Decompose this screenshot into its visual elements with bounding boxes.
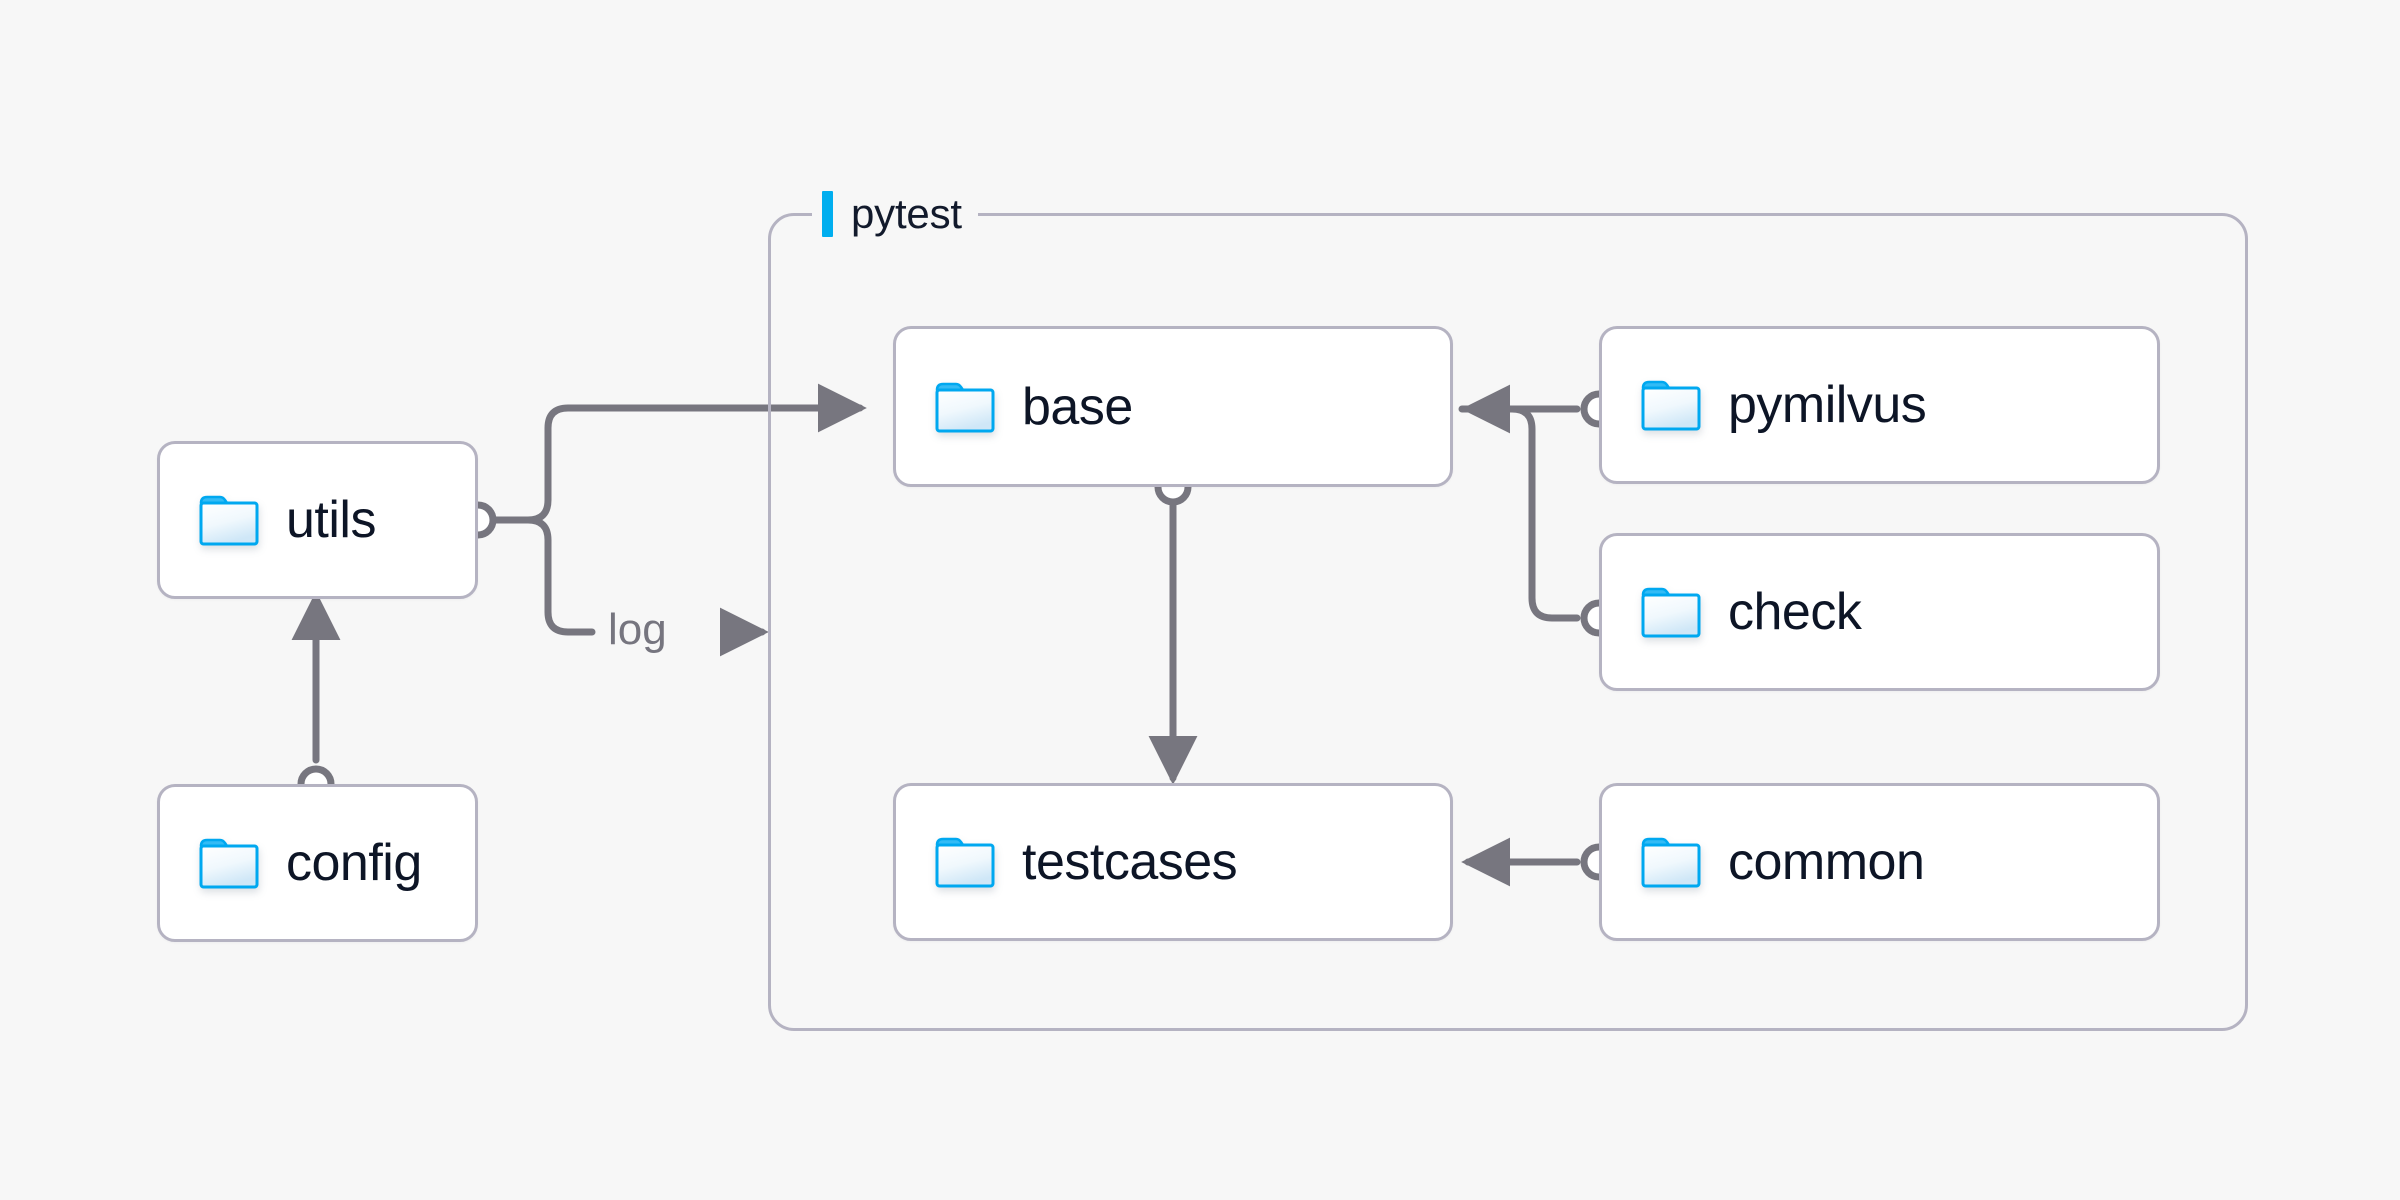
node-config-label: config (286, 834, 422, 892)
node-utils-label: utils (286, 491, 376, 549)
port-config-top-hit[interactable] (293, 761, 339, 807)
node-check[interactable]: check (1599, 533, 2160, 691)
folder-icon (934, 379, 996, 435)
port-utils-right-hit[interactable] (455, 497, 501, 543)
node-base[interactable]: base (893, 326, 1453, 487)
folder-icon (1640, 377, 1702, 433)
folder-icon (198, 835, 260, 891)
group-pytest-label-wrap: pytest (812, 184, 978, 244)
node-pymilvus[interactable]: pymilvus (1599, 326, 2160, 484)
node-testcases[interactable]: testcases (893, 783, 1453, 941)
node-common-label: common (1728, 833, 1925, 891)
group-pytest-label: pytest (851, 190, 962, 237)
port-common-left-hit[interactable] (1576, 839, 1622, 885)
edge-label-log: log (608, 605, 667, 654)
port-base-bottom-hit[interactable] (1150, 464, 1196, 510)
wire-utils-to-log (524, 516, 596, 636)
node-pymilvus-label: pymilvus (1728, 376, 1927, 434)
group-pytest[interactable] (768, 213, 2248, 1031)
node-config[interactable]: config (157, 784, 478, 942)
folder-icon (198, 492, 260, 548)
node-testcases-label: testcases (1022, 833, 1238, 891)
folder-icon (1640, 834, 1702, 890)
folder-icon (1640, 584, 1702, 640)
folder-icon (934, 834, 996, 890)
port-pymilvus-left-hit[interactable] (1576, 386, 1622, 432)
node-base-label: base (1022, 377, 1133, 436)
accent-bar-icon (822, 191, 833, 237)
node-check-label: check (1728, 583, 1862, 641)
node-common[interactable]: common (1599, 783, 2160, 941)
port-check-left-hit[interactable] (1576, 595, 1622, 641)
node-utils[interactable]: utils (157, 441, 478, 599)
